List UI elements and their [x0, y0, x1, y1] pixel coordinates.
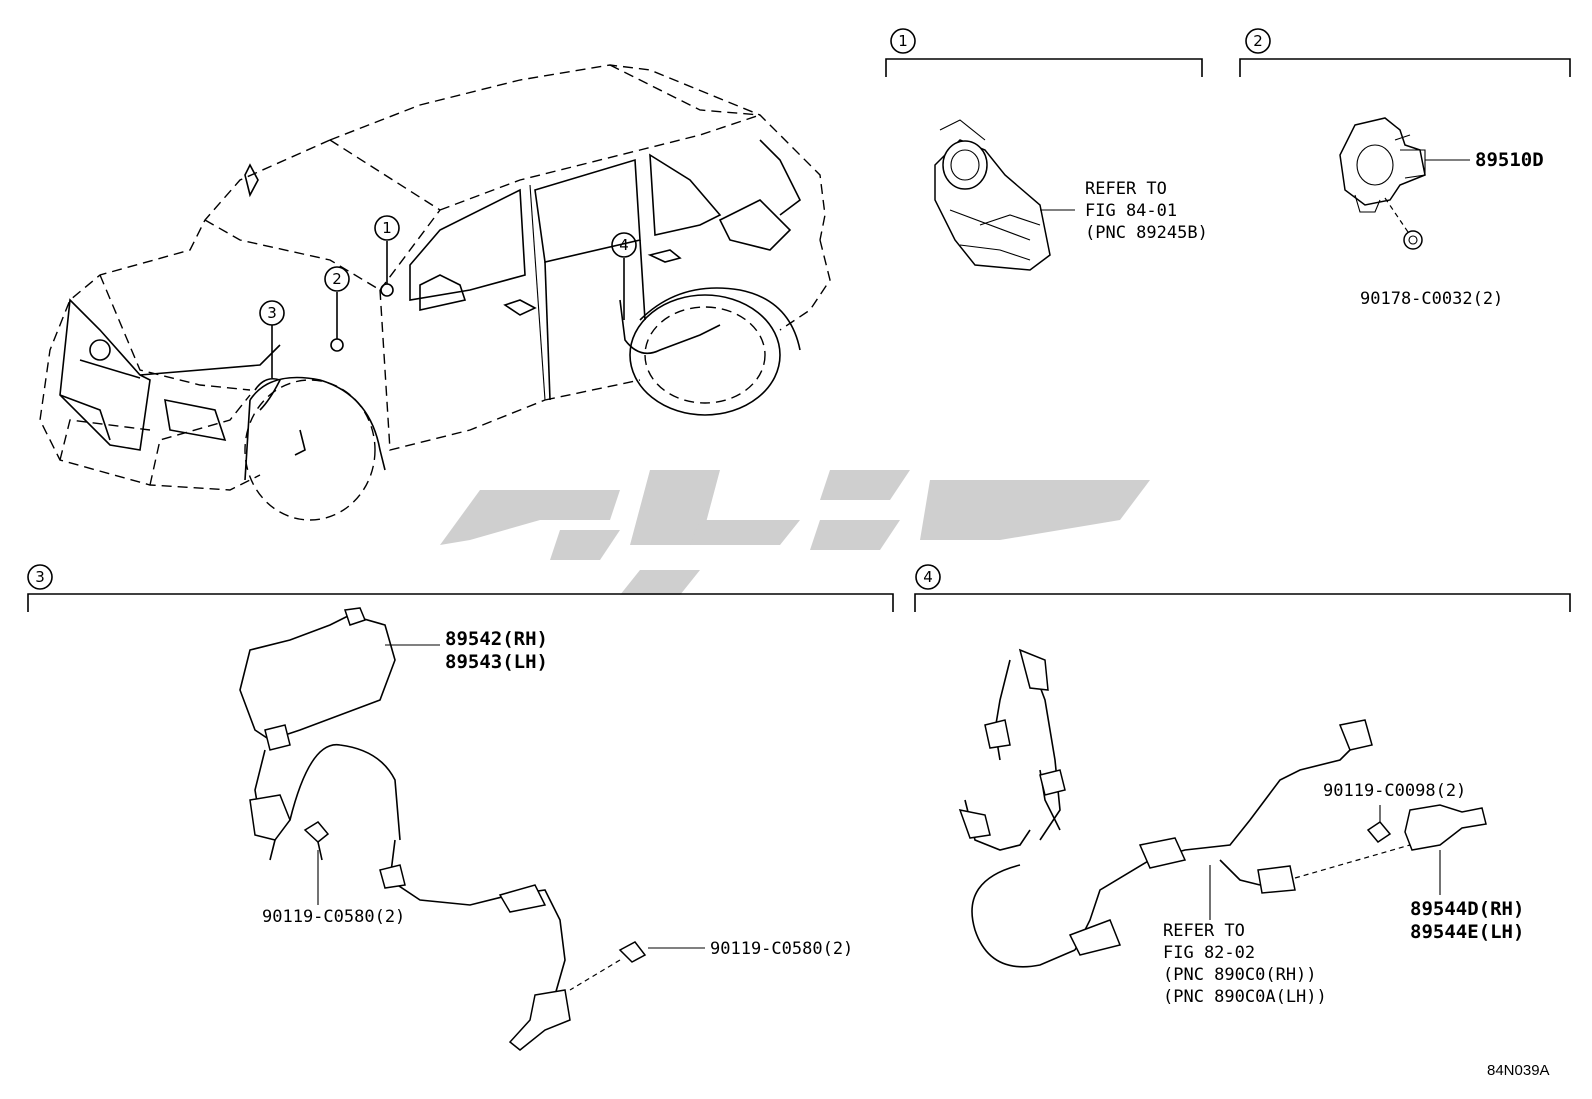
sec1-refer-text-2: FIG 84-01	[1085, 201, 1177, 221]
bolt-b-drawing	[618, 941, 647, 963]
acceleration-sensor-drawing	[1339, 117, 1426, 213]
sec1-refer-text-3: (PNC 89245B)	[1085, 223, 1208, 243]
car-callout-2: 2	[324, 266, 350, 292]
sec3-bolt-b-number: 90119-C0580(2)	[710, 939, 853, 959]
section-3: 3 89542(RH) 89543(LH) 90119-C0580(2)	[27, 564, 894, 1051]
section-3-number: 3	[35, 568, 45, 586]
section-4-number: 4	[923, 568, 933, 586]
sec4-sensor-rh: 89544D(RH)	[1410, 898, 1524, 920]
sec3-bolt-a-number: 90119-C0580(2)	[262, 907, 405, 927]
vehicle-overview	[39, 64, 831, 521]
sec1-refer-text-1: REFER TO	[1085, 179, 1167, 199]
rear-sensor-drawing	[1404, 804, 1487, 851]
yaw-rate-sensor-drawing	[934, 119, 1051, 271]
sec4-bolt-number: 90119-C0098(2)	[1323, 781, 1466, 801]
svg-text:1: 1	[382, 219, 392, 237]
section-2: 2 89510D 90178-C0032(2)	[1239, 28, 1571, 309]
sec2-part-number: 89510D	[1475, 149, 1544, 171]
nut-drawing	[1403, 230, 1423, 250]
section-2-number: 2	[1253, 32, 1263, 50]
svg-text:3: 3	[267, 304, 277, 322]
figure-code: 84N039A	[1487, 1062, 1550, 1079]
car-callout-1: 1	[374, 215, 400, 241]
svg-text:4: 4	[619, 236, 629, 254]
watermark-logo	[440, 470, 1150, 595]
rear-bolt-drawing	[1366, 821, 1392, 843]
bolt-a-drawing	[303, 821, 330, 861]
section-1-number: 1	[898, 32, 908, 50]
sec4-refer-text-3: (PNC 890C0(RH))	[1163, 965, 1317, 985]
section-4: 4 90119-C0098(2) 89544	[914, 564, 1571, 1007]
sec4-refer-text-2: FIG 82-02	[1163, 943, 1255, 963]
section-1: 1 REFER TO FIG 84-01 (PNC 89245B)	[885, 28, 1208, 271]
car-callout-3: 3	[259, 300, 285, 326]
sec4-sensor-lh: 89544E(LH)	[1410, 921, 1524, 943]
sec3-sensor-lh: 89543(LH)	[445, 651, 548, 673]
sec4-refer-text-4: (PNC 890C0A(LH))	[1163, 987, 1327, 1007]
sec3-sensor-rh: 89542(RH)	[445, 628, 548, 650]
sec4-refer-text-1: REFER TO	[1163, 921, 1245, 941]
svg-text:2: 2	[332, 270, 342, 288]
car-callout-4: 4	[611, 232, 637, 258]
sec2-nut-number: 90178-C0032(2)	[1360, 289, 1503, 309]
rear-speed-sensor-drawing	[958, 648, 1373, 968]
front-speed-sensor-drawing	[239, 607, 571, 1051]
